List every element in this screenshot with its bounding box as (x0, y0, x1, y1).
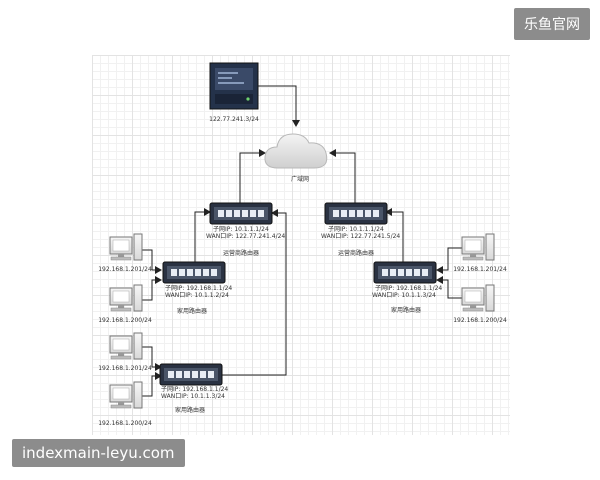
computer-2: 192.168.1.200/24 (98, 284, 152, 324)
pc3-link (141, 346, 162, 371)
router-subnet-ip: 子网IP: 10.1.1.1/24 (213, 226, 269, 233)
router-icon (373, 261, 437, 284)
computer-icon (109, 233, 143, 261)
computer-ip-label: 192.168.1.200/24 (98, 420, 152, 427)
computer-3: 192.168.1.201/24 (98, 332, 152, 372)
computer-ip-label: 192.168.1.201/24 (98, 266, 152, 273)
router-caption: 家用路由器 (175, 406, 205, 414)
router-wan-ip: WAN口IP: 10.1.1.3/24 (372, 292, 436, 299)
computer-ip-label: 192.168.1.201/24 (453, 266, 507, 273)
router-wan-ip: WAN口IP: 10.1.1.3/24 (161, 393, 225, 400)
cloud-label: 广域网 (291, 175, 309, 183)
router-icon (159, 363, 223, 386)
home-right-to-carrier-link (385, 208, 404, 262)
server-label: 122.77.241.3/24 (209, 116, 259, 123)
computer-1: 192.168.1.201/24 (98, 233, 152, 273)
router-subnet-ip: 子网IP: 192.168.1.1/24 (161, 386, 228, 393)
computer-ip-label: 192.168.1.200/24 (453, 317, 507, 324)
router-wan-ip: WAN口IP: 122.77.241.5/24 (321, 233, 400, 240)
computer-icon (109, 332, 143, 360)
pc1-link (141, 249, 162, 274)
carrier-left-to-cloud-link (239, 149, 266, 203)
server-icon (209, 62, 259, 110)
computer-ip-label: 192.168.1.200/24 (98, 317, 152, 324)
computer-ip-label: 192.168.1.201/24 (98, 365, 152, 372)
server-to-cloud-link (258, 85, 300, 127)
cloud-icon (264, 133, 328, 169)
router-caption: 运营商路由器 (338, 249, 374, 257)
router-caption: 家用路由器 (177, 307, 207, 315)
computer-icon (109, 381, 143, 409)
router-caption: 运营商路由器 (223, 249, 259, 257)
router-icon (324, 202, 388, 225)
router-icon (209, 202, 273, 225)
computer-icon (461, 284, 495, 312)
watermark-top: 乐鱼官网 (514, 8, 590, 40)
computer-4: 192.168.1.200/24 (98, 381, 152, 427)
router-subnet-ip: 子网IP: 192.168.1.1/24 (375, 285, 442, 292)
home-left2-to-carrier-link (222, 209, 287, 376)
router-wan-ip: WAN口IP: 10.1.1.2/24 (165, 292, 229, 299)
home-left1-to-carrier-link (194, 208, 211, 262)
carrier-router-right: 子网IP: 10.1.1.1/24 WAN口IP: 122.77.241.5/2… (321, 202, 400, 257)
computer-5: 192.168.1.201/24 (453, 233, 507, 273)
pc5-link (436, 247, 462, 274)
router-wan-ip: WAN口IP: 122.77.241.4/24 (206, 233, 285, 240)
watermark-bottom: indexmain-leyu.com (12, 439, 185, 467)
router-icon (162, 261, 226, 284)
router-subnet-ip: 子网IP: 10.1.1.1/24 (328, 226, 384, 233)
router-caption: 家用路由器 (391, 306, 421, 314)
computer-icon (461, 233, 495, 261)
computer-6: 192.168.1.200/24 (453, 284, 507, 324)
home-router-right: 子网IP: 192.168.1.1/24 WAN口IP: 10.1.1.3/24… (372, 261, 442, 314)
pc2-link (141, 276, 162, 301)
computer-icon (109, 284, 143, 312)
home-router-left-1: 子网IP: 192.168.1.1/24 WAN口IP: 10.1.1.2/24… (162, 261, 232, 315)
connections (141, 85, 462, 397)
pc4-link (141, 372, 162, 397)
carrier-right-to-cloud-link (329, 149, 356, 203)
router-subnet-ip: 子网IP: 192.168.1.1/24 (165, 285, 232, 292)
carrier-router-left: 子网IP: 10.1.1.1/24 WAN口IP: 122.77.241.4/2… (206, 202, 285, 257)
pc6-link (436, 276, 462, 299)
home-router-left-2: 子网IP: 192.168.1.1/24 WAN口IP: 10.1.1.3/24… (159, 363, 228, 414)
